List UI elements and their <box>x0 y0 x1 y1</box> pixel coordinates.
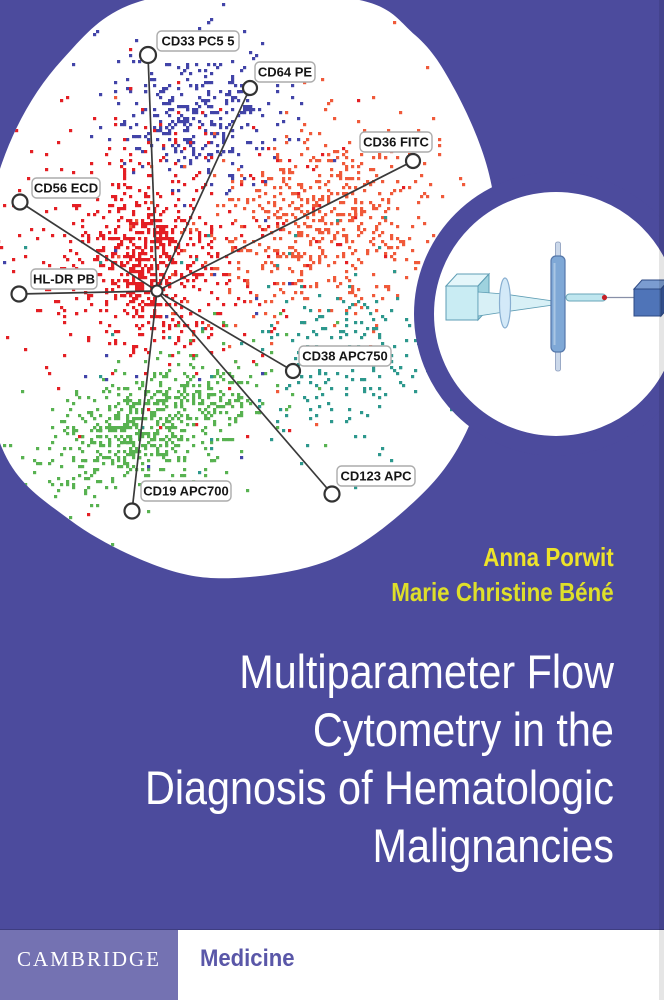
marker-label-text: CD38 APC750 <box>302 349 388 364</box>
marker-endpoint <box>138 45 158 65</box>
marker-endpoint <box>323 485 341 503</box>
flow-cell-icon <box>550 241 566 372</box>
marker-line <box>19 201 158 292</box>
marker-label-text: CD19 APC700 <box>143 484 229 499</box>
marker-label: CD19 APC700 <box>140 480 232 502</box>
title-line: Multiparameter Flow <box>239 645 614 698</box>
title-line: Cytometry in the <box>312 703 614 756</box>
marker-endpoint <box>10 285 28 303</box>
marker-label-text: CD123 APC <box>340 469 412 484</box>
marker-label: CD33 PC5 5 <box>156 30 240 52</box>
marker-line <box>156 290 294 372</box>
marker-label-text: CD33 PC5 5 <box>162 34 235 49</box>
marker-line <box>131 290 158 512</box>
optics-diagram <box>444 241 664 372</box>
optics-circle <box>414 172 664 456</box>
marker-label-text: CD64 PE <box>258 65 313 80</box>
marker-label: CD36 FITC <box>359 131 433 153</box>
marker-label: HL-DR PB <box>30 268 98 290</box>
marker-endpoint <box>284 362 302 380</box>
author-name: Marie Christine Béné <box>391 577 614 607</box>
sample-rod <box>565 293 607 302</box>
cambridge-logo-text: CAMBRIDGE <box>16 946 161 971</box>
footer-band: CAMBRIDGE Medicine <box>0 930 664 1000</box>
marker-line <box>147 54 158 292</box>
marker-label-text: CD56 ECD <box>34 181 98 196</box>
marker-line <box>156 87 251 292</box>
marker-endpoint <box>404 152 422 170</box>
marker-line <box>156 160 414 292</box>
title-line: Malignancies <box>372 819 614 872</box>
marker-endpoint <box>123 502 141 520</box>
marker-label-text: HL-DR PB <box>33 272 95 287</box>
marker-label: CD56 ECD <box>31 177 101 199</box>
marker-endpoint <box>11 193 29 211</box>
marker-endpoint <box>241 79 259 97</box>
hub-point <box>150 284 164 298</box>
detector-icon <box>632 279 664 318</box>
series-label: Medicine <box>200 945 295 972</box>
title-line: Diagnosis of Hematologic <box>145 761 614 814</box>
author-block: Anna Porwit Marie Christine Béné <box>392 540 614 610</box>
marker-label: CD64 PE <box>254 61 316 83</box>
marker-label-text: CD36 FITC <box>363 135 429 150</box>
marker-label: CD123 APC <box>336 465 416 487</box>
sample-point-icon <box>601 294 608 301</box>
lens-icon <box>498 277 512 329</box>
book-title: Multiparameter Flow Cytometry in the Dia… <box>145 643 614 875</box>
marker-line <box>18 290 158 295</box>
marker-line <box>156 290 333 495</box>
marker-label: CD38 APC750 <box>298 345 392 367</box>
cambridge-logo: CAMBRIDGE <box>0 930 178 1000</box>
author-name: Anna Porwit <box>483 542 614 572</box>
marker-lines <box>18 54 414 512</box>
